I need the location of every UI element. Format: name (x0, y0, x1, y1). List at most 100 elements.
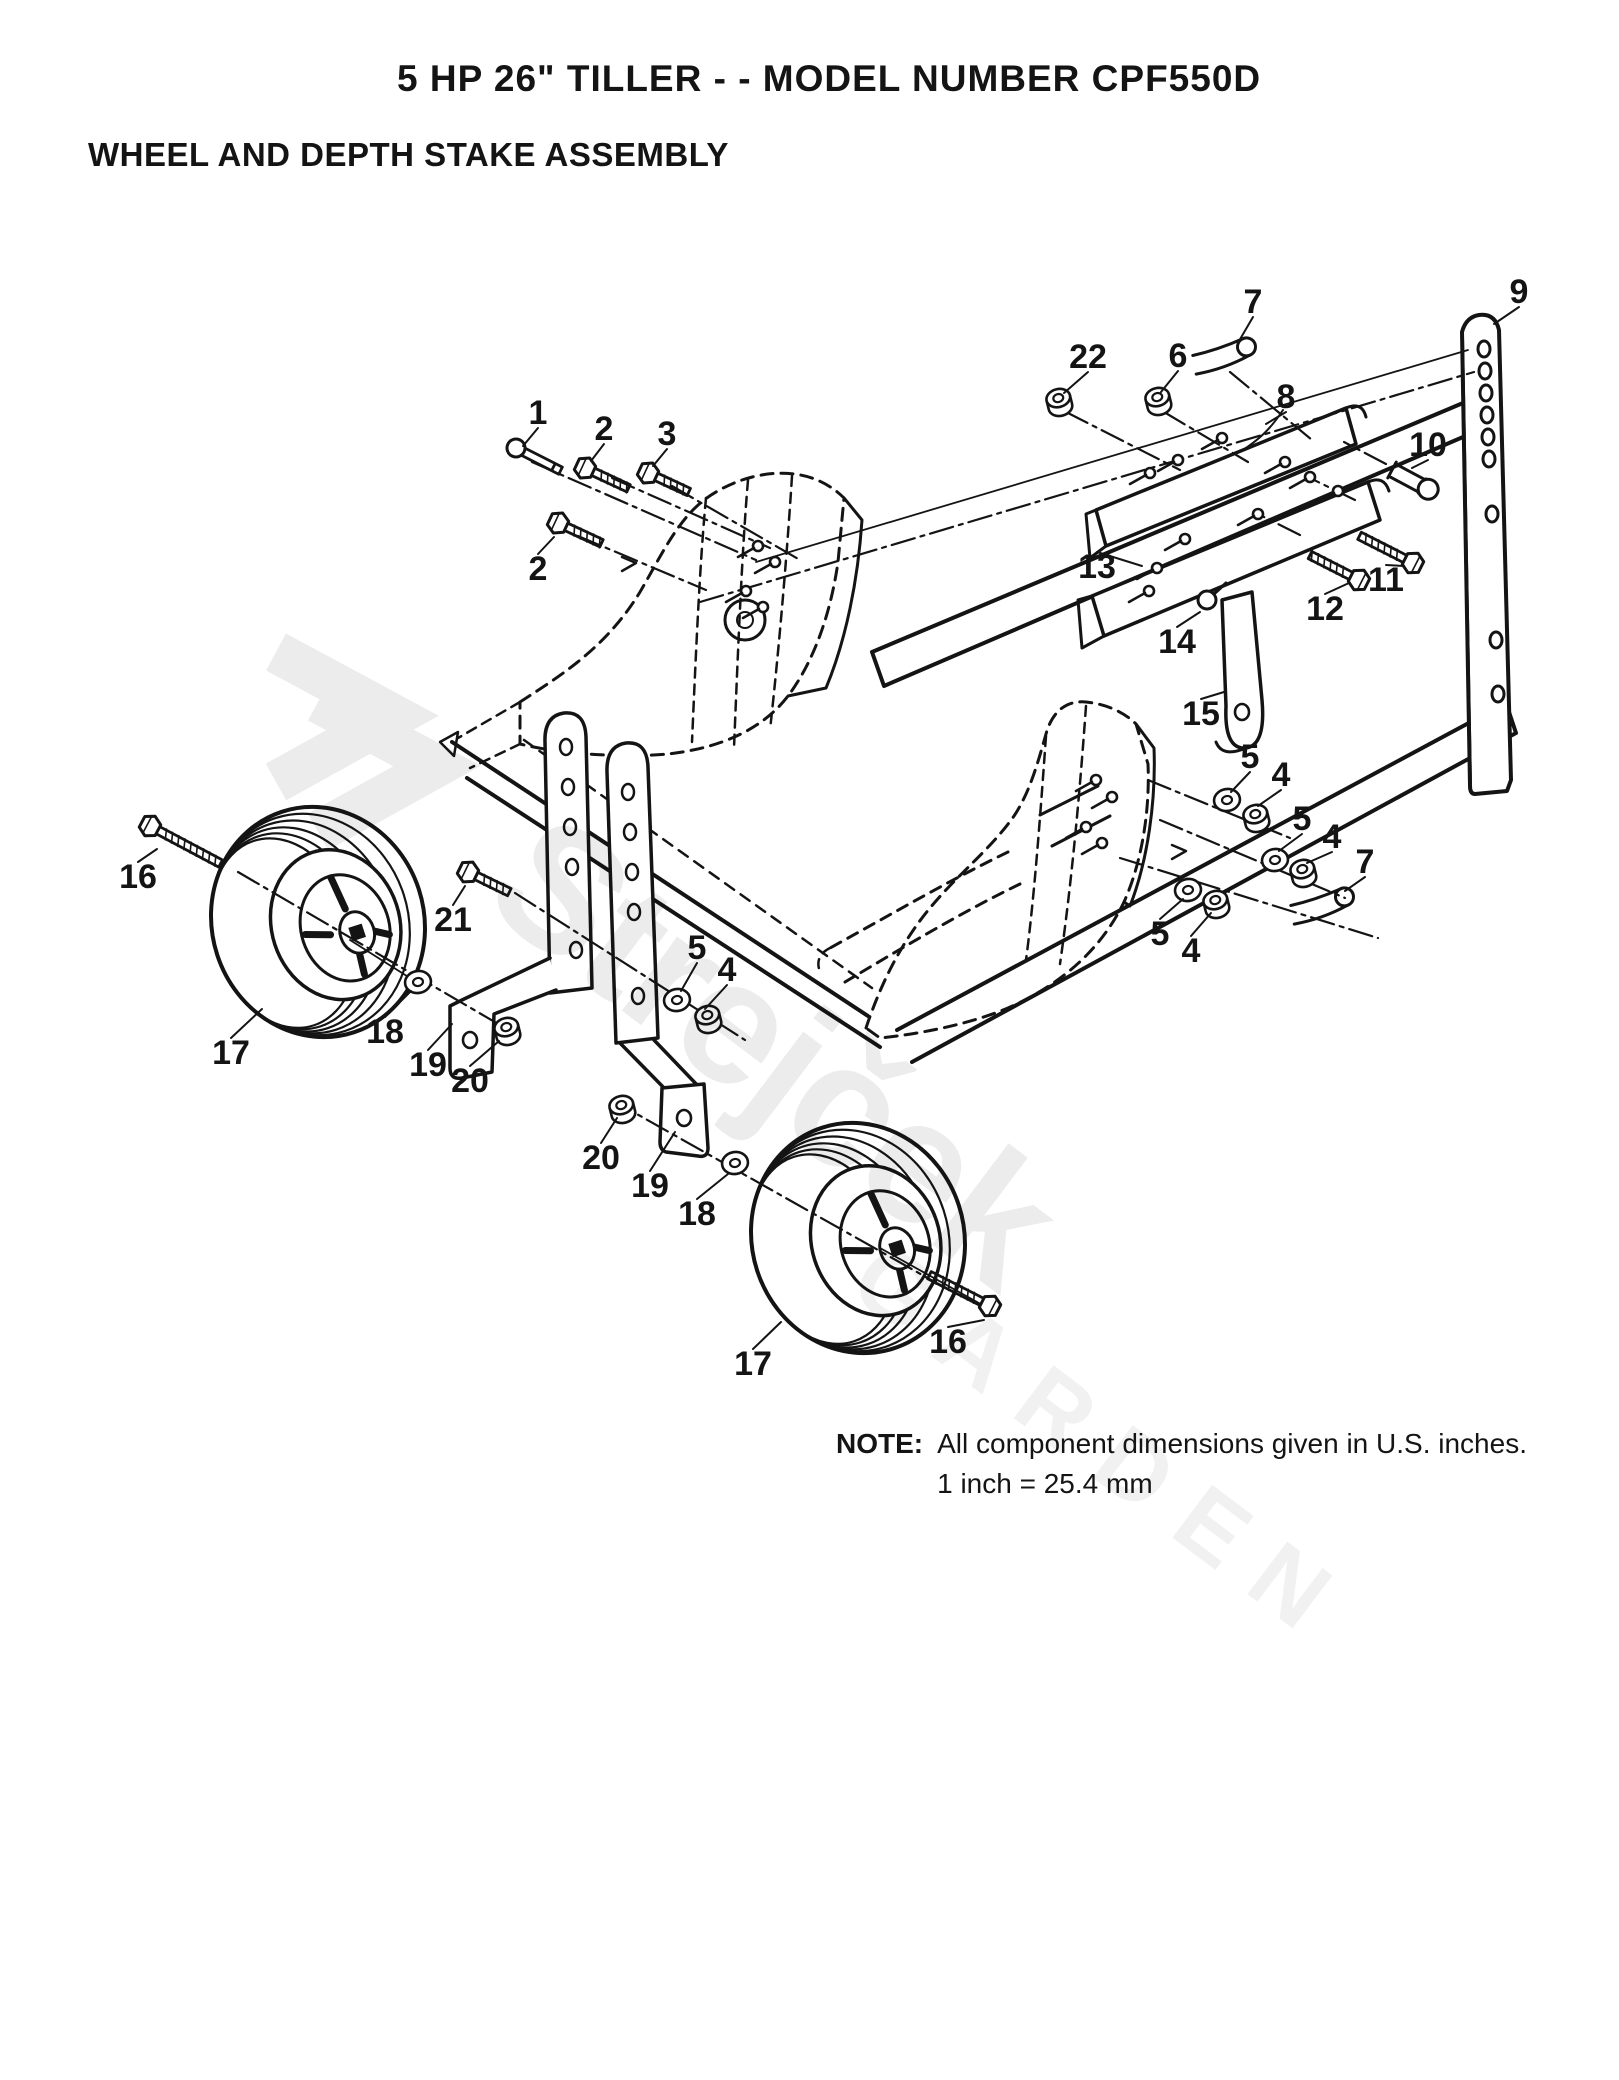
callout-label-c31: 20 (582, 1139, 620, 1177)
callout-label-c23: 16 (119, 858, 157, 896)
callout-leader-c23 (137, 848, 158, 863)
callout-label-c27: 20 (451, 1062, 489, 1100)
left-housing-outline (438, 471, 864, 770)
nut-icon (1289, 858, 1318, 889)
screw-icon (736, 539, 765, 559)
callout-label-c01: 1 (529, 394, 548, 432)
callout-leader-c09 (1493, 306, 1520, 325)
callout-label-c10: 10 (1409, 426, 1447, 464)
washer-icon (403, 969, 433, 995)
clamp-plates (1076, 404, 1391, 754)
callout-leader-c05 (1063, 371, 1089, 394)
callout-label-c22: 4 (1182, 932, 1201, 970)
callout-leader-c27 (469, 1040, 500, 1067)
nut-icon (694, 1004, 723, 1035)
screw-icon (1135, 561, 1164, 581)
callout-leader-c10 (1411, 459, 1429, 469)
screw-icon (1200, 431, 1229, 451)
callout-leader-c24 (230, 1008, 263, 1039)
callout-leader-c28 (452, 885, 466, 906)
screw-icon (1080, 836, 1109, 856)
callout-label-c19: 4 (1323, 818, 1342, 856)
callout-leader-c03 (652, 448, 668, 467)
screw-icon (1236, 507, 1265, 527)
callout-leader-c17 (1257, 789, 1282, 807)
depth-stake (1460, 312, 1513, 796)
thin-leaders (349, 349, 1469, 1313)
callout-label-c16: 5 (1241, 738, 1260, 776)
screw-icon (741, 600, 770, 620)
callout-leader-c20 (1344, 876, 1366, 892)
callout-leader-c32 (649, 1131, 676, 1172)
screw-icon (1316, 484, 1345, 504)
callout-label-c09: 9 (1510, 273, 1529, 311)
right-housing-outline (817, 700, 1156, 1040)
screw-icon (1074, 773, 1103, 793)
washer-icon (1173, 877, 1203, 903)
callout-label-c08: 8 (1277, 378, 1296, 416)
hex-bolt-icon (635, 461, 692, 498)
screw-icon (1288, 470, 1317, 490)
callout-label-c11: 11 (1368, 561, 1404, 599)
callout-leader-c11 (1385, 564, 1405, 567)
hex-bolt-icon (926, 1270, 1003, 1318)
callout-label-c30: 4 (718, 951, 737, 989)
callout-leader-c31 (600, 1117, 618, 1144)
screw-icon (724, 584, 753, 604)
callout-leader-c22 (1190, 912, 1212, 937)
callout-label-c20: 7 (1356, 843, 1375, 881)
page-subtitle: WHEEL AND DEPTH STAKE ASSEMBLY (88, 136, 729, 173)
callout-label-c07: 7 (1244, 283, 1263, 321)
callout-leader-c29 (680, 962, 698, 992)
callout-label-c25: 18 (366, 1013, 404, 1051)
screw-icon (1127, 584, 1156, 604)
callout-label-c13: 13 (1078, 548, 1116, 586)
callout-leader-c12 (1324, 582, 1350, 595)
callout-leader-c33 (696, 1173, 729, 1200)
callout-label-c17: 4 (1272, 756, 1291, 794)
hex-bolt-icon (545, 511, 605, 549)
callout-label-c15: 15 (1182, 695, 1220, 733)
callout-leader-c07 (1238, 316, 1254, 342)
callout-leader-c25 (384, 990, 412, 1018)
callout-label-c35: 16 (929, 1323, 967, 1361)
screw-icon (1090, 790, 1119, 810)
clevis-pin-icon (1386, 460, 1440, 501)
hairpin-clip-icon (1289, 886, 1355, 926)
callout-leader-c21 (1159, 898, 1184, 920)
ball-knob-icon (1196, 581, 1228, 611)
callout-leader-c18 (1278, 833, 1303, 852)
callout-leader-c19 (1306, 851, 1333, 864)
callout-label-c04: 2 (529, 550, 548, 588)
callout-leader-c13 (1096, 551, 1143, 567)
washer-icon (1260, 847, 1290, 873)
callout-label-c26: 19 (409, 1046, 447, 1084)
hex-bolt-icon (137, 814, 224, 869)
screw-icon (1128, 466, 1157, 486)
washer-icon (662, 987, 692, 1013)
pin-bolt-icon (505, 437, 564, 476)
callout-label-c06: 6 (1169, 337, 1188, 375)
nut-icon (1202, 889, 1231, 920)
callout-label-c12: 12 (1306, 590, 1344, 628)
hex-bolt-icon (1356, 530, 1426, 575)
note-label: NOTE: (836, 1428, 924, 1459)
callout-leader-c04 (537, 536, 555, 555)
callout-label-c21: 5 (1151, 915, 1170, 953)
callout-leader-c06 (1160, 370, 1179, 393)
hardware-layer (137, 336, 1440, 1318)
callout-leader-c01 (522, 427, 539, 447)
hex-bolt-icon (572, 456, 632, 494)
callout-label-c02: 2 (595, 410, 614, 448)
callout-label-c14: 14 (1158, 623, 1196, 661)
callout-leader-c35 (947, 1319, 985, 1328)
washer-icon (720, 1150, 750, 1176)
nut-icon (608, 1094, 637, 1125)
callout-label-c33: 18 (678, 1195, 716, 1233)
callout-label-c32: 19 (631, 1167, 669, 1205)
hex-bolt-icon (1306, 549, 1372, 592)
callout-label-c03: 3 (658, 415, 677, 453)
callout-label-c24: 17 (212, 1034, 250, 1072)
